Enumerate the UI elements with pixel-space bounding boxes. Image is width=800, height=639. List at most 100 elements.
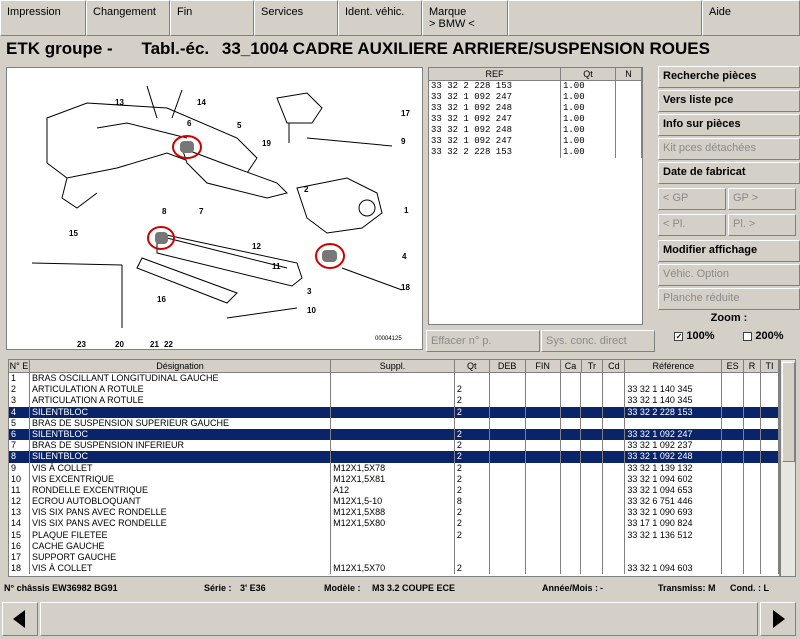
cell-deb <box>490 552 526 564</box>
cell-r <box>744 529 762 541</box>
gp-next-button[interactable]: GP > <box>728 188 796 210</box>
cell-r <box>744 540 762 552</box>
header-ti[interactable]: TI <box>761 360 779 372</box>
cell-des: RONDELLE EXCENTRIQUE <box>30 484 332 497</box>
gp-prev-button[interactable]: < GP <box>658 188 726 210</box>
ref-header-qt: Qt <box>561 68 616 80</box>
menu-fin[interactable]: Fin <box>170 0 254 36</box>
parts-diagram[interactable]: 1 2 3 4 5 6 7 8 9 10 11 12 13 14 15 16 1… <box>6 67 423 350</box>
menu-changement[interactable]: Changement <box>86 0 170 36</box>
pl-prev-button[interactable]: < Pl. <box>658 214 726 236</box>
ref-cell-qt: 1.00 <box>561 103 616 114</box>
menu-marque[interactable]: Marque > BMW < <box>422 0 508 36</box>
cell-es <box>722 373 745 385</box>
modifier-affichage-button[interactable]: Modifier affichage <box>658 240 800 262</box>
cell-qt: 2 <box>455 484 490 497</box>
menu-impression[interactable]: Impression <box>0 0 86 36</box>
header-fin[interactable]: FIN <box>526 360 561 372</box>
recherche-pieces-button[interactable]: Recherche pièces <box>658 66 800 88</box>
cell-fin <box>526 540 561 552</box>
cell-ref <box>625 552 723 564</box>
nav-next-button[interactable] <box>760 602 796 636</box>
scrollbar-thumb[interactable] <box>782 362 795 462</box>
cell-sup: M12X1,5X70 <box>331 563 455 575</box>
header-sup[interactable]: Suppl. <box>331 360 455 372</box>
sys-conc-direct-button[interactable]: Sys. conc. direct <box>541 330 655 352</box>
header-es[interactable]: ES <box>722 360 745 372</box>
header-tr[interactable]: Tr <box>582 360 604 372</box>
cell-sup: M12X1,5X88 <box>331 507 455 519</box>
zoom-100-option[interactable]: ✓100% <box>674 330 715 342</box>
cell-n: 15 <box>9 529 30 541</box>
cell-n: 9 <box>9 462 30 474</box>
nav-prev-button[interactable] <box>2 602 38 636</box>
header-qt[interactable]: Qt <box>455 360 490 372</box>
info-pieces-button[interactable]: Info sur pièces <box>658 114 800 136</box>
pl-next-button[interactable]: Pl. > <box>728 214 796 236</box>
zoom-200-option[interactable]: 200% <box>743 330 784 342</box>
cell-ca <box>561 417 582 429</box>
vers-liste-button[interactable]: Vers liste pce <box>658 90 800 112</box>
vehic-option-button[interactable]: Véhic. Option <box>658 264 800 286</box>
ref-cell-n <box>616 81 642 92</box>
cell-tr <box>581 484 604 497</box>
menu-ident-vehic[interactable]: Ident. véhic. <box>338 0 422 36</box>
cell-cd <box>603 395 626 407</box>
header-ca[interactable]: Ca <box>561 360 582 372</box>
header-cd[interactable]: Cd <box>603 360 626 372</box>
header-deb[interactable]: DEB <box>490 360 526 372</box>
cell-cd <box>603 428 626 441</box>
checkbox-checked-icon[interactable]: ✓ <box>674 331 684 341</box>
effacer-button[interactable]: Effacer n° p. <box>426 330 540 352</box>
planche-reduite-button[interactable]: Planche réduite <box>658 288 800 310</box>
cell-fin <box>526 373 561 385</box>
parts-table-scrollbar[interactable] <box>780 359 796 577</box>
header-n[interactable]: N° E <box>9 360 30 372</box>
cell-ti <box>761 507 779 519</box>
header-r[interactable]: R <box>744 360 762 372</box>
cell-ti <box>761 462 779 474</box>
cell-cd <box>603 484 626 497</box>
menu-aide[interactable]: Aide <box>702 0 800 36</box>
header-ref[interactable]: Référence <box>625 360 723 372</box>
cell-ref: 33 32 1 092 248 <box>625 451 723 463</box>
cell-deb <box>490 496 526 508</box>
cell-ti <box>761 451 779 463</box>
cell-cd <box>603 518 626 530</box>
callout-18: 18 <box>401 283 410 292</box>
date-fabricat-button[interactable]: Date de fabricat <box>658 162 800 184</box>
kit-pieces-button[interactable]: Kit pces détachées <box>658 138 800 160</box>
menu-services[interactable]: Services <box>254 0 338 36</box>
checkbox-empty-icon[interactable] <box>743 331 753 341</box>
cell-r <box>744 451 762 463</box>
header-des[interactable]: Désignation <box>30 360 332 372</box>
cell-r <box>744 428 762 441</box>
